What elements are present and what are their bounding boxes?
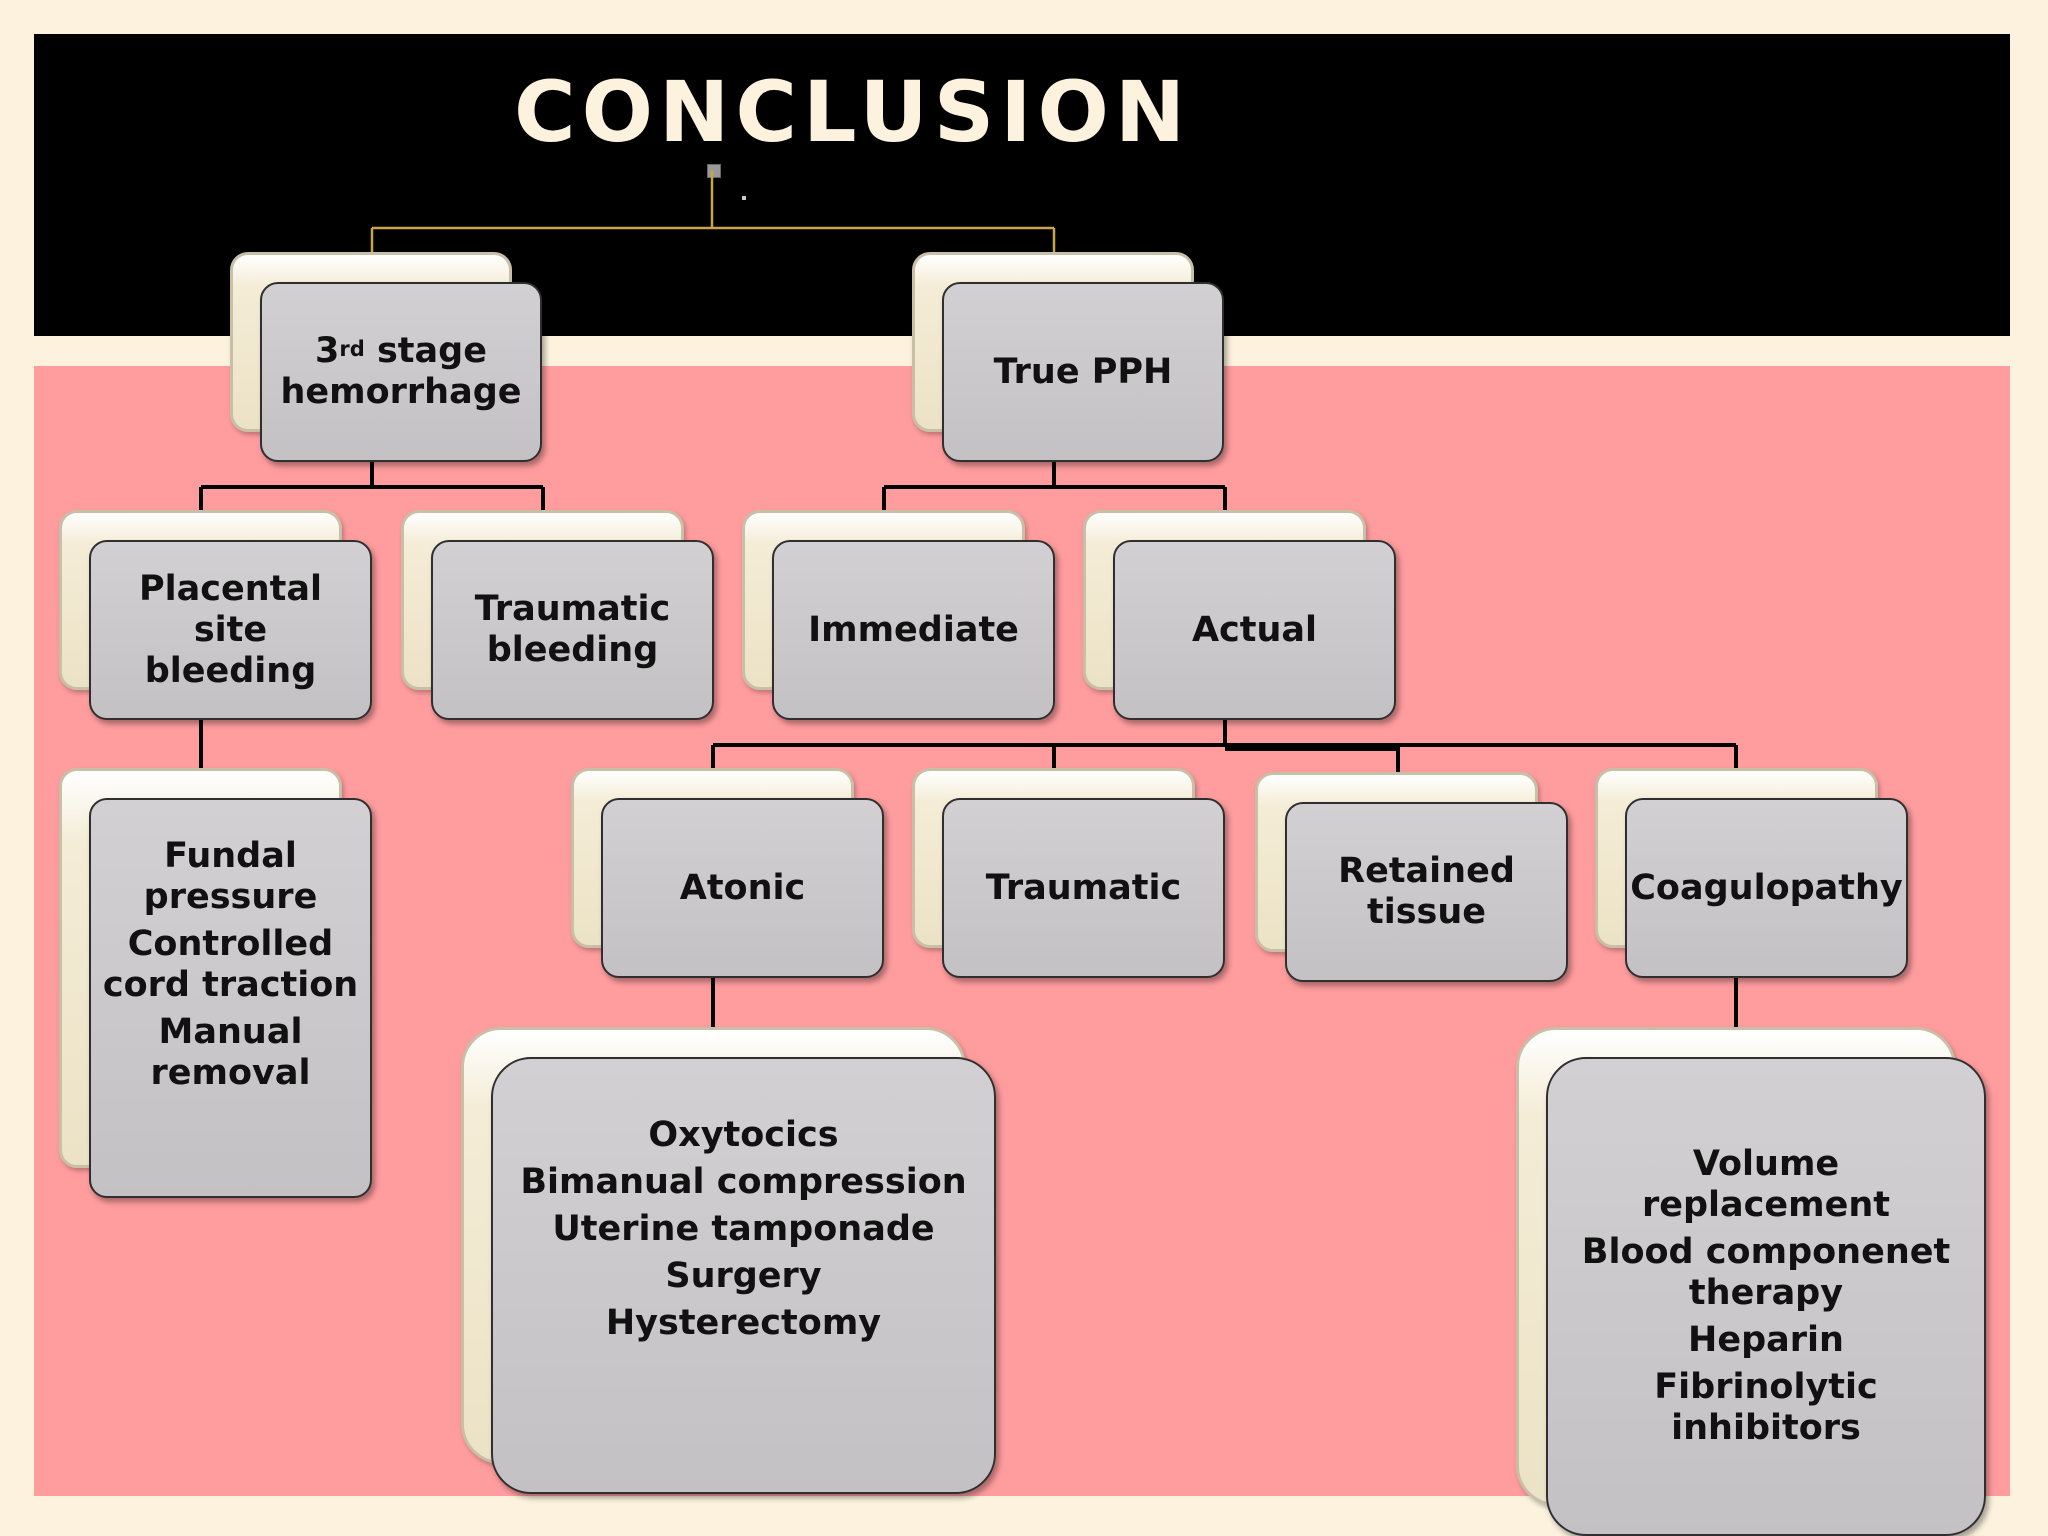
root-dot-icon	[742, 196, 746, 200]
node-placental-site-bleeding: Placental site bleeding	[59, 510, 372, 720]
management-item-surgery: Surgery	[665, 1256, 822, 1296]
node-true-pph: True PPH	[912, 252, 1224, 462]
node-box: Immediate	[772, 540, 1055, 720]
node-box: Actual	[1113, 540, 1396, 720]
node-box: Oxytocics Bimanual compression Uterine t…	[491, 1057, 996, 1494]
node-3rd-stage-hemorrhage: 3rd stage hemorrhage	[230, 252, 542, 462]
slide-title: CONCLUSION	[514, 63, 1192, 161]
node-label: Immediate	[808, 609, 1019, 650]
node-label: Actual	[1191, 609, 1318, 650]
node-actual: Actual	[1083, 510, 1396, 720]
management-item-fundal-pressure: Fundal pressure	[143, 836, 318, 917]
tree-connectors	[199, 462, 1738, 1027]
management-item-oxytocics: Oxytocics	[648, 1115, 839, 1155]
node-label: Coagulopathy	[1630, 867, 1903, 908]
node-box: Traumatic	[942, 798, 1225, 978]
node-box: Coagulopathy	[1625, 798, 1908, 978]
node-label-line-2: hemorrhage	[280, 372, 522, 412]
node-immediate: Immediate	[742, 510, 1055, 720]
node-atonic: Atonic	[571, 768, 884, 978]
management-item-blood-component-therapy: Blood componenet therapy	[1581, 1232, 1951, 1313]
node-label: Traumatic	[985, 867, 1182, 908]
node-box: Placental site bleeding	[89, 540, 372, 720]
root-handle-icon	[707, 164, 721, 178]
node-traumatic-bleeding: Traumatic bleeding	[401, 510, 714, 720]
management-item-hysterectomy: Hysterectomy	[605, 1303, 882, 1343]
node-box: Fundal pressure Controlled cord traction…	[89, 798, 372, 1198]
management-item-heparin: Heparin	[1688, 1320, 1844, 1360]
node-label-line-1: Traumatic	[474, 589, 671, 629]
label-ordinal-number: 3	[315, 331, 340, 371]
node-box: True PPH	[942, 282, 1224, 462]
node-atonic-management: Oxytocics Bimanual compression Uterine t…	[461, 1027, 996, 1494]
node-label-line-1: Placental site	[138, 568, 322, 650]
node-box: Traumatic bleeding	[431, 540, 714, 720]
management-item-bimanual-compression: Bimanual compression	[520, 1162, 967, 1202]
node-label: Atonic	[679, 867, 806, 908]
node-coagulopathy-management: Volume replacement Blood componenet ther…	[1516, 1027, 1986, 1536]
node-box: Atonic	[601, 798, 884, 978]
node-box: Volume replacement Blood componenet ther…	[1546, 1057, 1986, 1536]
node-label-line-1: 3rd stage	[280, 331, 521, 372]
node-box: 3rd stage hemorrhage	[260, 282, 542, 462]
management-item-uterine-tamponade: Uterine tamponade	[552, 1209, 935, 1249]
node-label-line-2: bleeding	[144, 650, 317, 691]
node-traumatic: Traumatic	[912, 768, 1225, 978]
label-stage-word: stage	[376, 331, 487, 371]
management-item-controlled-cord-traction: Controlled cord traction	[102, 924, 359, 1005]
root-connectors	[370, 170, 1056, 252]
node-coagulopathy: Coagulopathy	[1595, 768, 1908, 978]
node-label-line-2: tissue	[1366, 892, 1487, 932]
node-third-stage-management: Fundal pressure Controlled cord traction…	[59, 768, 372, 1198]
node-label: True PPH	[993, 351, 1173, 392]
management-item-fibrinolytic-inhibitors: Fibrinolytic inhibitors	[1654, 1367, 1878, 1448]
node-label-line-2: bleeding	[486, 630, 659, 670]
label-ordinal-suffix: rd	[339, 337, 365, 361]
management-item-manual-removal: Manual removal	[150, 1012, 311, 1093]
node-retained-tissue: Retained tissue	[1255, 772, 1568, 982]
node-box: Retained tissue	[1285, 802, 1568, 982]
node-label-line-1: Retained	[1338, 851, 1515, 891]
management-item-volume-replacement: Volume replacement	[1641, 1144, 1890, 1225]
